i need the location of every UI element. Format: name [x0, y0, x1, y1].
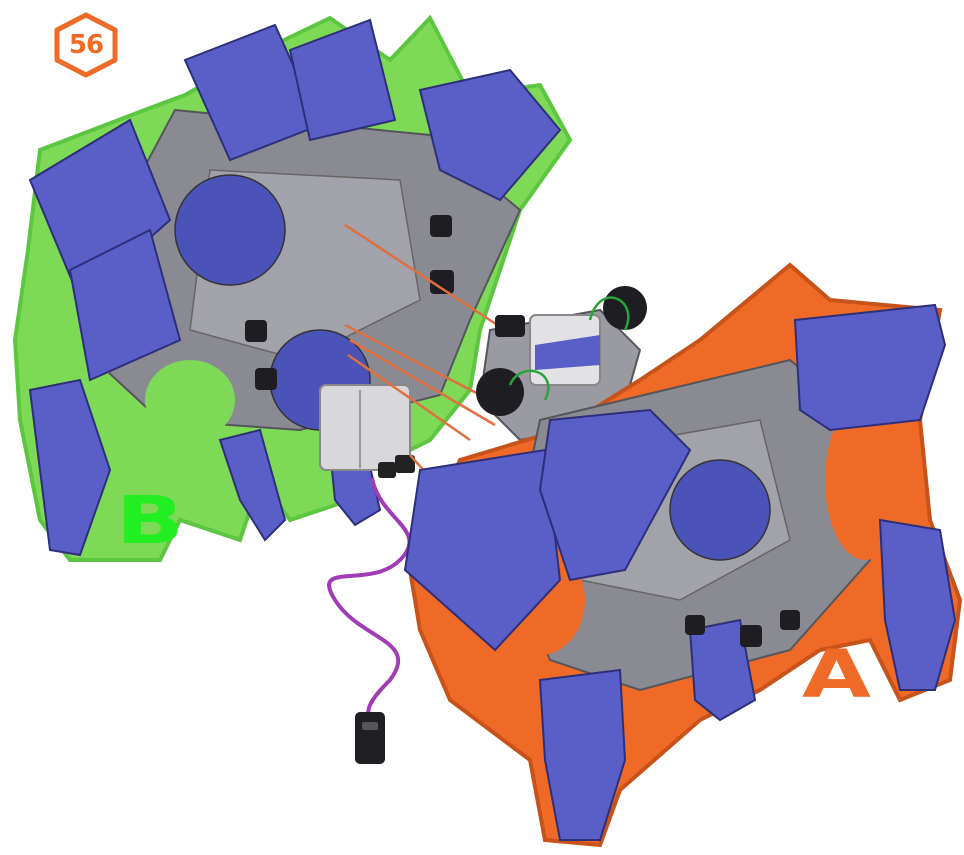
module-b-gear: [175, 175, 285, 285]
module-a-connector: [685, 615, 705, 635]
module-b-connector: [430, 215, 452, 237]
step-number: 56: [52, 12, 120, 78]
module-b-connector: [255, 368, 277, 390]
cable-plug: [355, 712, 385, 764]
motor-black-part: [603, 286, 647, 330]
module-a-gear: [670, 460, 770, 560]
module-b-green-plate: [145, 360, 235, 440]
battery-hub: [320, 385, 415, 478]
module-b-connector: [245, 320, 267, 342]
motor-connector: [495, 315, 525, 337]
module-label-a: A: [802, 642, 871, 708]
step-number-badge: 56: [52, 12, 120, 78]
module-a-connector: [780, 610, 800, 630]
module-a-leg-panel: [795, 305, 945, 430]
battery-plug: [378, 462, 396, 478]
module-label-b: B: [116, 488, 184, 554]
module-a-connector: [740, 625, 762, 647]
